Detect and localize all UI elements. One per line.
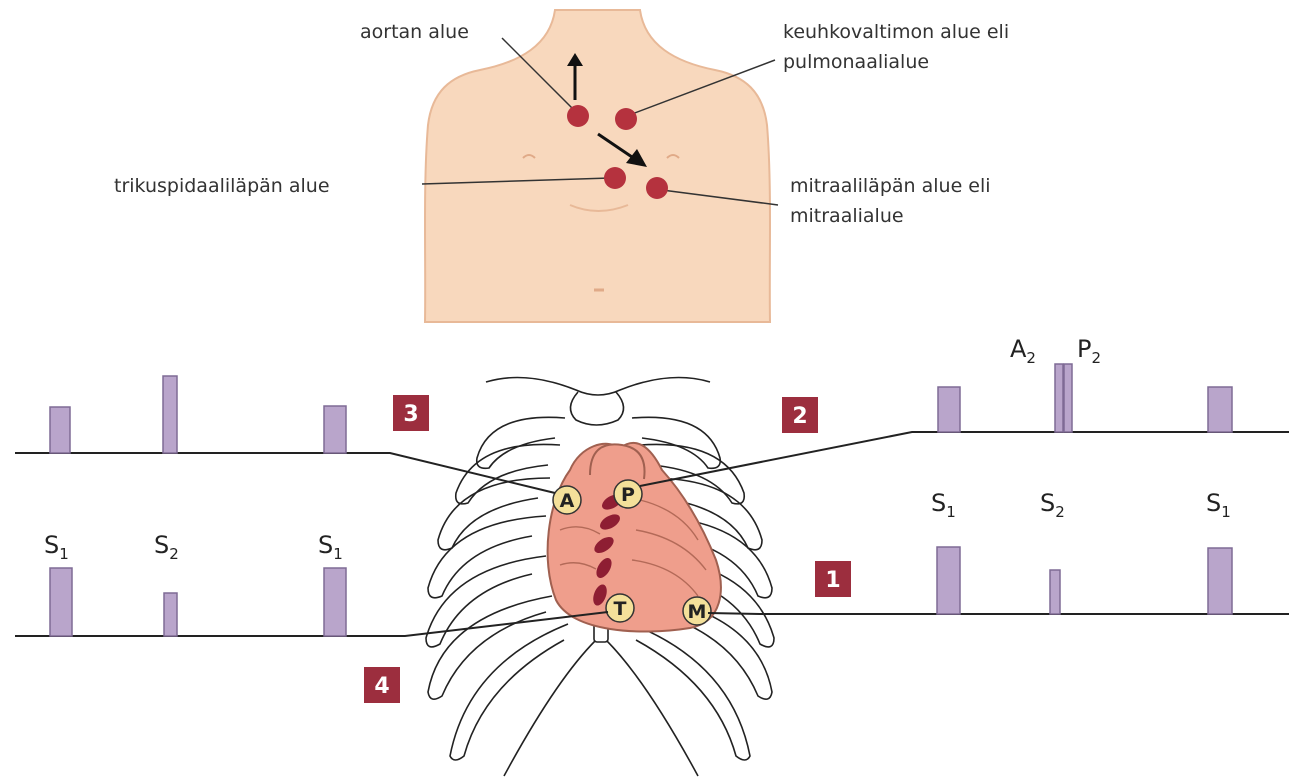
trace-2-bar-3 [1208, 387, 1232, 432]
rib-left-7 [450, 624, 568, 760]
trace-2-bar-1 [938, 387, 960, 432]
rib-left-6 [428, 596, 552, 699]
area-badge-4: 4 [364, 667, 400, 703]
trace-3-bar-3 [324, 406, 346, 453]
trace-2-bar-p2 [1064, 364, 1072, 432]
rib-right-7 [632, 624, 750, 760]
area-badge-1: 1 [815, 561, 851, 597]
pulmonary-valve: P [614, 480, 642, 508]
torso-skin [425, 10, 770, 322]
trace-4-bar-s1-second [324, 568, 346, 636]
area-badge-2-number: 2 [792, 404, 807, 429]
trace-3-bar-1 [50, 407, 70, 453]
sound-label-right-s1-first: S1 [931, 489, 956, 521]
pulmonary-area-label-line2: pulmonaalialue [783, 51, 929, 73]
trace-4-bar-s2 [164, 593, 177, 636]
area-badge-3: 3 [393, 395, 429, 431]
rib-left-4 [428, 516, 546, 598]
aortic-area-label: aortan alue [360, 21, 469, 43]
clavicle [486, 378, 710, 396]
pulmonary-area-label-line1: keuhkovaltimon alue eli [783, 21, 1009, 43]
tricuspid-area-marker [604, 167, 626, 189]
mitral-valve-letter: M [688, 601, 707, 623]
area-badge-3-number: 3 [403, 402, 418, 427]
sound-label-right-s1-second: S1 [1206, 489, 1231, 521]
trace-2-bar-a2 [1055, 364, 1063, 432]
manubrium [570, 392, 623, 425]
trace-4-bar-s1-first [50, 568, 72, 636]
torso-illustration: aortan alue keuhkovaltimon alue eli pulm… [114, 10, 1009, 322]
area-badge-1-number: 1 [825, 568, 840, 593]
tricuspid-area-label: trikuspidaaliläpän alue [114, 175, 330, 197]
trace-1-bar-s1-second [1208, 548, 1232, 614]
trace-1-bar-s1-first [937, 547, 960, 614]
area-badge-2: 2 [782, 397, 818, 433]
rib-left-3 [438, 478, 550, 550]
sound-label-p2: P2 [1077, 335, 1101, 367]
trace-1-baseline [708, 613, 1289, 614]
pulmonary-area-marker [615, 108, 637, 130]
trace-1-bar-s2 [1050, 570, 1060, 614]
sound-label-a2: A2 [1010, 335, 1036, 367]
mitral-valve: M [683, 597, 711, 625]
pulmonary-valve-letter: P [621, 484, 635, 506]
sound-label-left-s1-first: S1 [44, 531, 69, 563]
tricuspid-valve: T [606, 594, 634, 622]
trace-4-baseline [15, 612, 608, 636]
rib-left-1 [477, 417, 565, 468]
sound-label-left-s1-second: S1 [318, 531, 343, 563]
heart-illustration: A P T M [548, 443, 721, 632]
aortic-area-marker [567, 105, 589, 127]
mitral-area-label-line1: mitraaliläpän alue eli [790, 175, 991, 197]
sound-label-right-s2: S2 [1040, 489, 1065, 521]
area-badge-4-number: 4 [374, 674, 389, 699]
sound-label-left-s2: S2 [154, 531, 179, 563]
tricuspid-valve-letter: T [614, 598, 627, 620]
trace-3-bar-2 [163, 376, 177, 453]
aortic-valve-letter: A [560, 490, 575, 512]
aortic-valve: A [553, 486, 581, 514]
trace-3-baseline [15, 453, 555, 493]
aortic-arch [590, 444, 645, 479]
mitral-area-label-line2: mitraalialue [790, 205, 904, 227]
mitral-area-marker [646, 177, 668, 199]
